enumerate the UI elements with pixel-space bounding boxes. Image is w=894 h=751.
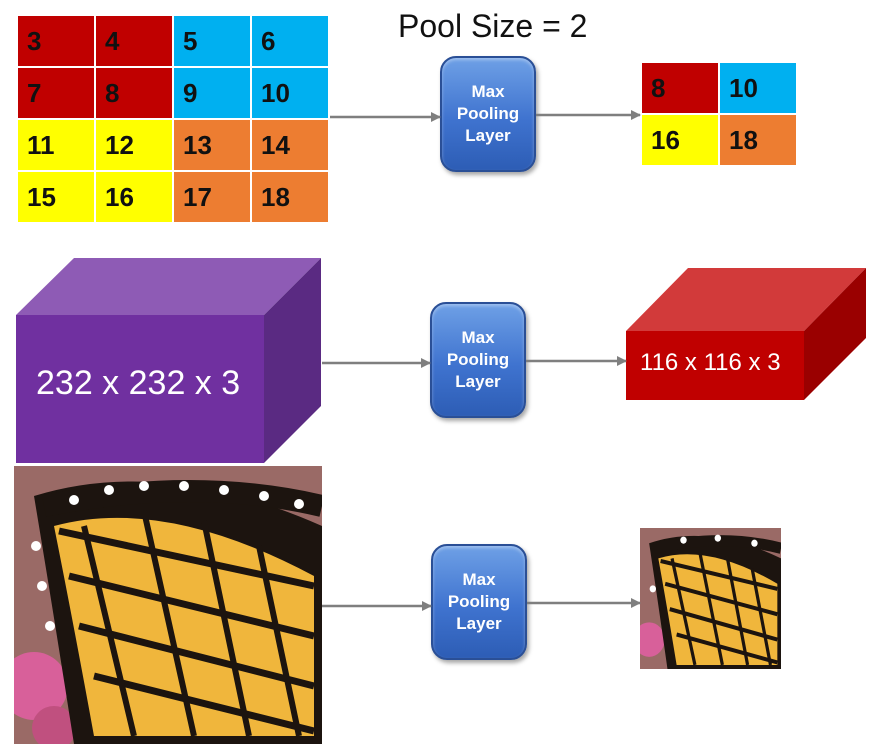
output-volume-front-face — [626, 331, 804, 400]
input-volume-cube — [16, 258, 321, 463]
matrix-cell: 10 — [720, 63, 796, 113]
max-pooling-node-2: Max Pooling Layer — [430, 302, 526, 418]
output-volume-label: 116 x 116 x 3 — [640, 349, 781, 376]
matrix-cell: 11 — [18, 120, 94, 170]
output-volume-cube — [626, 268, 866, 400]
input-volume-front-face — [16, 315, 264, 463]
matrix-cell: 8 — [642, 63, 718, 113]
matrix-cell: 3 — [18, 16, 94, 66]
max-pooling-node-3: Max Pooling Layer — [431, 544, 527, 660]
matrix-cell: 8 — [96, 68, 172, 118]
max-pooling-node-label: Max Pooling Layer — [447, 570, 511, 633]
matrix-cell: 18 — [252, 172, 328, 222]
matrix-cell: 18 — [720, 115, 796, 165]
matrix-cell: 6 — [252, 16, 328, 66]
max-pooling-node-label: Max Pooling Layer — [446, 328, 510, 391]
matrix-cell: 16 — [96, 172, 172, 222]
butterfly-wing-icon — [640, 528, 781, 669]
matrix-cell: 16 — [642, 115, 718, 165]
matrix-cell: 17 — [174, 172, 250, 222]
input-volume-label: 232 x 232 x 3 — [36, 364, 241, 402]
butterfly-wing-icon — [14, 466, 322, 744]
matrix-cell: 9 — [174, 68, 250, 118]
diagram-title: Pool Size = 2 — [398, 8, 588, 44]
max-pooling-node-label: Max Pooling Layer — [456, 82, 520, 145]
matrix-cell: 12 — [96, 120, 172, 170]
butterfly-output-image — [640, 528, 781, 669]
max-pooling-node-1: Max Pooling Layer — [440, 56, 536, 172]
matrix-cell: 13 — [174, 120, 250, 170]
matrix-cell: 4 — [96, 16, 172, 66]
matrix-cell: 14 — [252, 120, 328, 170]
matrix-cell: 7 — [18, 68, 94, 118]
matrix-cell: 10 — [252, 68, 328, 118]
matrix-cell: 5 — [174, 16, 250, 66]
output-volume-top-face — [626, 268, 866, 331]
butterfly-input-image — [14, 466, 322, 744]
matrix-cell: 15 — [18, 172, 94, 222]
input-volume-side-face — [264, 258, 321, 463]
output-volume-side-face — [804, 268, 866, 400]
input-volume-top-face — [16, 258, 321, 315]
